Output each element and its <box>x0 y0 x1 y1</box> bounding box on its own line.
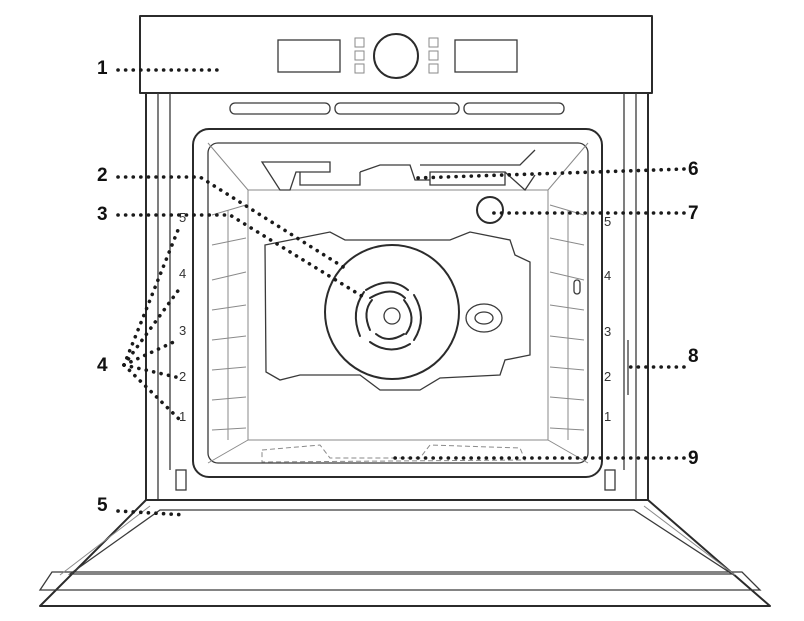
top-heating-element <box>260 149 536 191</box>
shelf-level-3-right: 3 <box>604 324 611 339</box>
callout-labels: 1 2 3 4 5 6 7 8 9 <box>97 58 699 516</box>
shelf-level-1-left: 1 <box>179 409 186 424</box>
leader-lines <box>116 68 686 517</box>
shelf-level-3-left: 3 <box>179 323 186 338</box>
callout-7: 7 <box>688 203 699 224</box>
hinge-right <box>604 469 616 491</box>
shelf-level-5-right: 5 <box>604 214 611 229</box>
shelf-levels-right: 5 4 3 2 1 <box>604 214 611 424</box>
fan-cover <box>324 244 460 380</box>
callout-5: 5 <box>97 495 108 516</box>
fan-icon <box>354 281 422 351</box>
shelf-level-4-left: 4 <box>179 266 186 281</box>
back-panel <box>264 231 531 391</box>
bottom-heating-element <box>261 444 526 463</box>
callout-9: 9 <box>688 448 699 469</box>
callout-4: 4 <box>97 355 108 376</box>
callout-8: 8 <box>688 346 699 367</box>
shelf-level-2-left: 2 <box>179 369 186 384</box>
callout-1: 1 <box>97 58 108 79</box>
hinge-left <box>175 469 187 491</box>
oven-lamp <box>476 196 504 224</box>
door-catch <box>573 279 581 295</box>
control-knob <box>373 33 419 79</box>
shelf-levels-left: 5 4 3 2 1 <box>179 210 186 424</box>
oven-frame <box>145 92 649 501</box>
shelf-level-5-left: 5 <box>179 210 186 225</box>
control-panel <box>139 15 653 94</box>
oven-cavity <box>192 128 603 478</box>
callout-2: 2 <box>97 165 108 186</box>
oven-door <box>38 499 771 607</box>
callout-3: 3 <box>97 204 108 225</box>
shelf-level-2-right: 2 <box>604 369 611 384</box>
callout-6: 6 <box>688 159 699 180</box>
shelf-level-1-right: 1 <box>604 409 611 424</box>
shelf-level-4-right: 4 <box>604 268 611 283</box>
